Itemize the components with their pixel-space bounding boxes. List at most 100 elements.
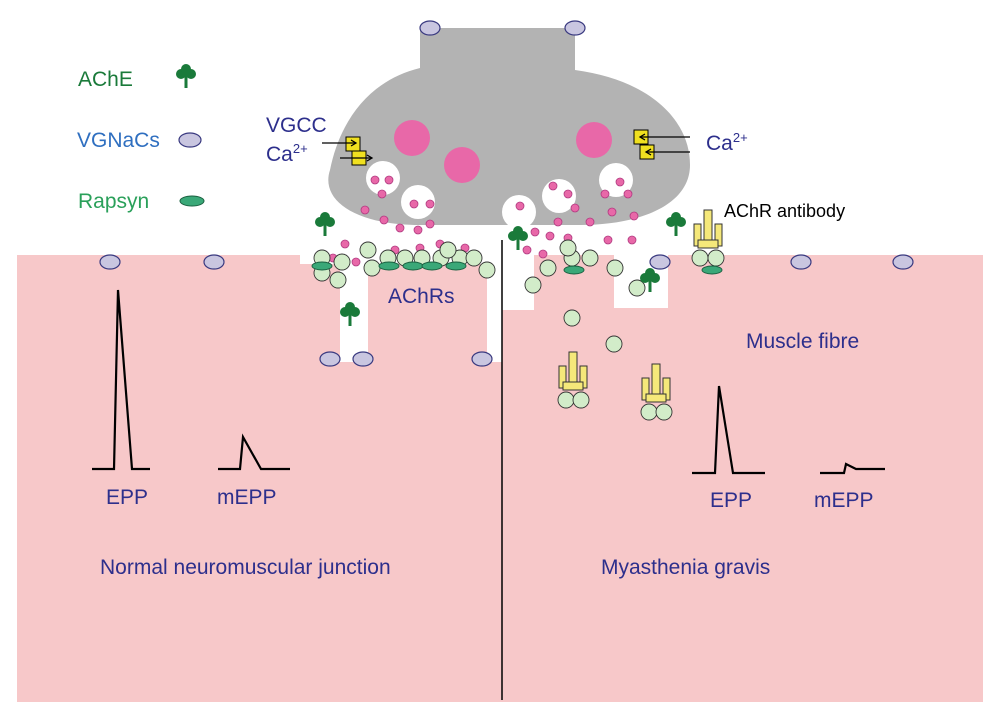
achr	[606, 259, 624, 277]
legend	[176, 64, 205, 207]
epp-right-label: EPP	[710, 489, 752, 512]
rapsyn	[378, 261, 400, 271]
achr	[439, 241, 457, 259]
mepp-right-label: mEPP	[814, 489, 874, 512]
rapsyn	[311, 261, 333, 271]
vgnac-channel	[564, 20, 586, 36]
legend-ache-label: AChE	[78, 68, 133, 91]
ache-molecule	[508, 226, 528, 250]
ach-dot	[627, 235, 637, 245]
ache-molecule	[666, 212, 686, 236]
achr	[363, 259, 381, 277]
ach-dot	[379, 215, 389, 225]
achr-antibodies	[557, 209, 723, 421]
ache-molecule	[640, 268, 660, 292]
achr-antibody	[557, 351, 590, 409]
achr	[329, 271, 347, 289]
legend-vgnacs-label: VGNaCs	[77, 129, 160, 152]
ach-dot	[538, 249, 548, 259]
ach-dot	[351, 257, 361, 267]
fusing-vesicle	[401, 185, 435, 219]
ach-dot	[384, 175, 394, 185]
achr	[333, 253, 351, 271]
rapsyn-icon	[179, 195, 205, 207]
ach-dot	[600, 189, 610, 199]
ach-dot	[615, 177, 625, 187]
achr	[539, 259, 557, 277]
vgcc-label: VGCC	[266, 114, 327, 137]
epp-trace-normal	[92, 289, 150, 471]
epp-left-label: EPP	[106, 486, 148, 509]
achr	[563, 309, 581, 327]
fusing-vesicle	[502, 195, 536, 229]
ach-dot	[377, 189, 387, 199]
mepp-trace-mg	[820, 462, 885, 475]
rapsyn	[701, 265, 723, 275]
ca-left-sup: 2+	[293, 141, 308, 156]
ach-dot	[340, 239, 350, 249]
vgcc-channels	[322, 129, 690, 166]
ca-left-base: Ca	[266, 143, 293, 166]
ach-dot	[395, 223, 405, 233]
fusing-vesicle	[599, 163, 633, 197]
achr-antibody	[640, 363, 673, 421]
ach-dot	[360, 205, 370, 215]
ach-dot	[585, 217, 595, 227]
achr	[707, 249, 725, 267]
ach-dot	[425, 199, 435, 209]
ach-dot	[530, 227, 540, 237]
nerve-terminal	[328, 28, 690, 229]
mepp-left-label: mEPP	[217, 486, 277, 509]
achr	[628, 279, 646, 297]
achr	[605, 335, 623, 353]
myasthenia-gravis-label: Myasthenia gravis	[601, 556, 770, 579]
ach-dot	[563, 189, 573, 199]
ca-left-label: Ca2+	[266, 141, 308, 166]
ach-dot	[522, 245, 532, 255]
ach-dot	[629, 211, 639, 221]
legend-rapsyn-label: Rapsyn	[78, 190, 149, 213]
vgnac-channel	[203, 254, 225, 270]
achr	[359, 241, 377, 259]
vgnac-channel	[352, 351, 374, 367]
vgnac-channel	[790, 254, 812, 270]
rapsyn	[445, 261, 467, 271]
normal-nmj-label: Normal neuromuscular junction	[100, 556, 391, 579]
ache-icon	[176, 64, 196, 88]
ach-dot	[548, 181, 558, 191]
mepp-trace-normal	[218, 433, 290, 471]
muscle-fibre-label: Muscle fibre	[746, 330, 859, 353]
ach-dot	[570, 203, 580, 213]
ache-molecule	[340, 302, 360, 326]
ach-dot	[603, 235, 613, 245]
achr	[465, 249, 483, 267]
achr	[478, 261, 496, 279]
vgnac-channels	[99, 20, 914, 367]
rapsyn	[563, 265, 585, 275]
vgnac-channel	[319, 351, 341, 367]
achr	[559, 239, 577, 257]
ach-dot	[623, 189, 633, 199]
vgnac-channel	[471, 351, 493, 367]
ach-dot	[607, 207, 617, 217]
ach-dot	[370, 175, 380, 185]
rapsyn	[421, 261, 443, 271]
ca-right-sup: 2+	[733, 130, 748, 145]
ach-dot	[515, 201, 525, 211]
acetylcholine-molecules	[328, 175, 639, 267]
achrs-label: AChRs	[388, 285, 455, 308]
labels: AChE VGNaCs Rapsyn VGCC Ca2+ Ca2+ AChR a…	[77, 68, 874, 579]
ca-right-base: Ca	[706, 132, 733, 155]
rapsyn	[402, 261, 424, 271]
vgnac-channel	[99, 254, 121, 270]
achr	[581, 249, 599, 267]
ach-dot	[545, 231, 555, 241]
fusing-vesicle	[366, 161, 400, 195]
ca-right-label: Ca2+	[706, 130, 748, 155]
ach-dot	[425, 219, 435, 229]
vgnac-channel	[419, 20, 441, 36]
vgnacs-icon	[178, 132, 202, 148]
rapsyn-molecules	[311, 261, 723, 275]
traces	[92, 289, 885, 475]
